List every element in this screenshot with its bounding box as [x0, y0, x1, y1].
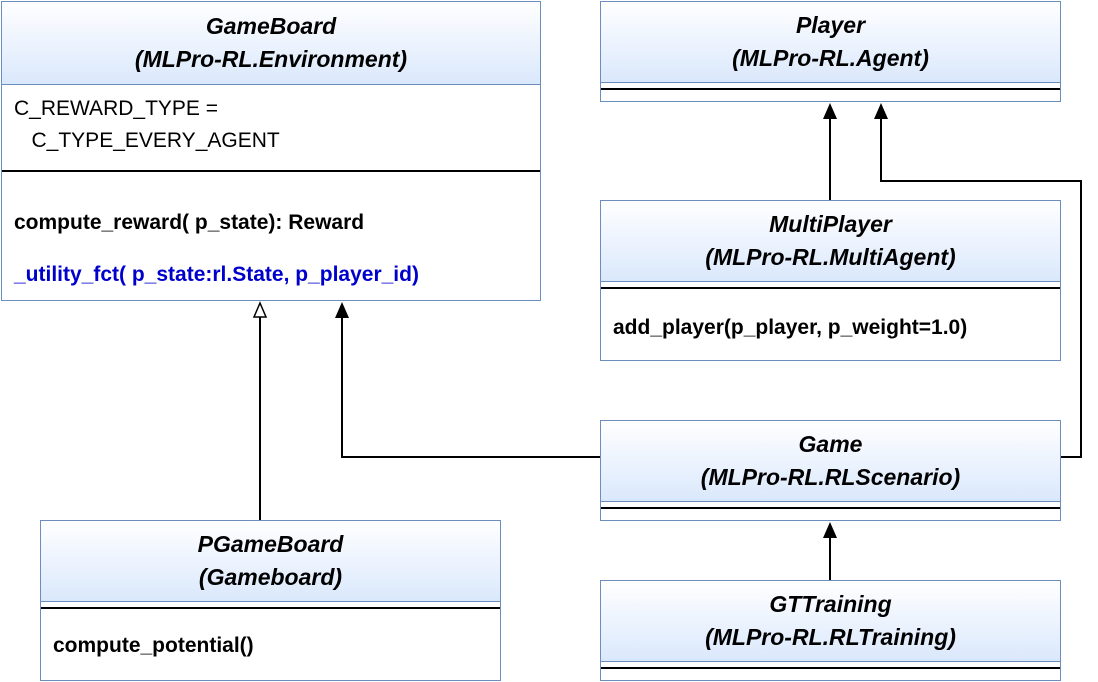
pgameboard-class-name: PGameBoard — [197, 531, 344, 557]
player-stereotype: (MLPro-RL.Agent) — [732, 45, 929, 71]
association-arrowhead-player-right — [874, 103, 888, 119]
gttraining-header: GTTraining (MLPro-RL.RLTraining) — [601, 581, 1060, 662]
player-class[interactable]: Player (MLPro-RL.Agent) — [600, 1, 1061, 102]
multiplayer-header: MultiPlayer (MLPro-RL.MultiAgent) — [601, 201, 1060, 282]
gameboard-separator — [2, 170, 540, 172]
multiplayer-separator — [601, 287, 1060, 289]
pgameboard-stereotype: (Gameboard) — [198, 564, 343, 590]
game-header: Game (MLPro-RL.RLScenario) — [601, 421, 1060, 502]
game-class[interactable]: Game (MLPro-RL.RLScenario) — [600, 420, 1061, 521]
gameboard-method-compute-reward: compute_reward( p_state): Reward — [14, 211, 365, 234]
game-to-gameboard-connector — [341, 317, 600, 458]
generalization-arrowhead — [252, 301, 268, 318]
pgameboard-method-compute-potential: compute_potential() — [53, 634, 254, 657]
gttraining-class[interactable]: GTTraining (MLPro-RL.RLTraining) — [600, 580, 1061, 681]
gttraining-class-name: GTTraining — [769, 591, 892, 617]
gameboard-header: GameBoard (MLPro-RL.Environment) — [2, 2, 540, 85]
multiplayer-stereotype: (MLPro-RL.MultiAgent) — [705, 244, 956, 270]
player-separator — [601, 88, 1060, 90]
multiplayer-class[interactable]: MultiPlayer (MLPro-RL.MultiAgent) add_pl… — [600, 200, 1061, 361]
gameboard-class[interactable]: GameBoard (MLPro-RL.Environment) C_REWAR… — [1, 1, 541, 301]
gameboard-attribute-line-1: C_REWARD_TYPE = — [14, 97, 219, 120]
gameboard-stereotype: (MLPro-RL.Environment) — [134, 46, 408, 72]
association-arrowhead-gameboard — [335, 302, 349, 318]
association-arrowhead-game — [823, 522, 837, 538]
game-stereotype: (MLPro-RL.RLScenario) — [700, 464, 961, 490]
association-arrowhead-player-left — [823, 103, 837, 119]
gttraining-stereotype: (MLPro-RL.RLTraining) — [705, 624, 956, 650]
multiplayer-class-name: MultiPlayer — [769, 211, 892, 237]
gameboard-class-name: GameBoard — [205, 13, 337, 39]
pgameboard-header: PGameBoard (Gameboard) — [41, 521, 500, 602]
player-class-name: Player — [795, 12, 866, 38]
gameboard-method-utility-fct: _utility_fct( p_state:rl.State, p_player… — [14, 263, 419, 286]
gttraining-separator — [601, 667, 1060, 669]
multiplayer-method-add-player: add_player(p_player, p_weight=1.0) — [613, 316, 968, 339]
player-header: Player (MLPro-RL.Agent) — [601, 2, 1060, 83]
gameboard-attribute-line-2: C_TYPE_EVERY_AGENT — [14, 129, 280, 152]
game-to-player-connector — [880, 118, 1082, 458]
pgameboard-class[interactable]: PGameBoard (Gameboard) compute_potential… — [40, 520, 501, 681]
game-separator — [601, 507, 1060, 509]
game-class-name: Game — [798, 431, 863, 457]
pgameboard-separator — [41, 607, 500, 609]
